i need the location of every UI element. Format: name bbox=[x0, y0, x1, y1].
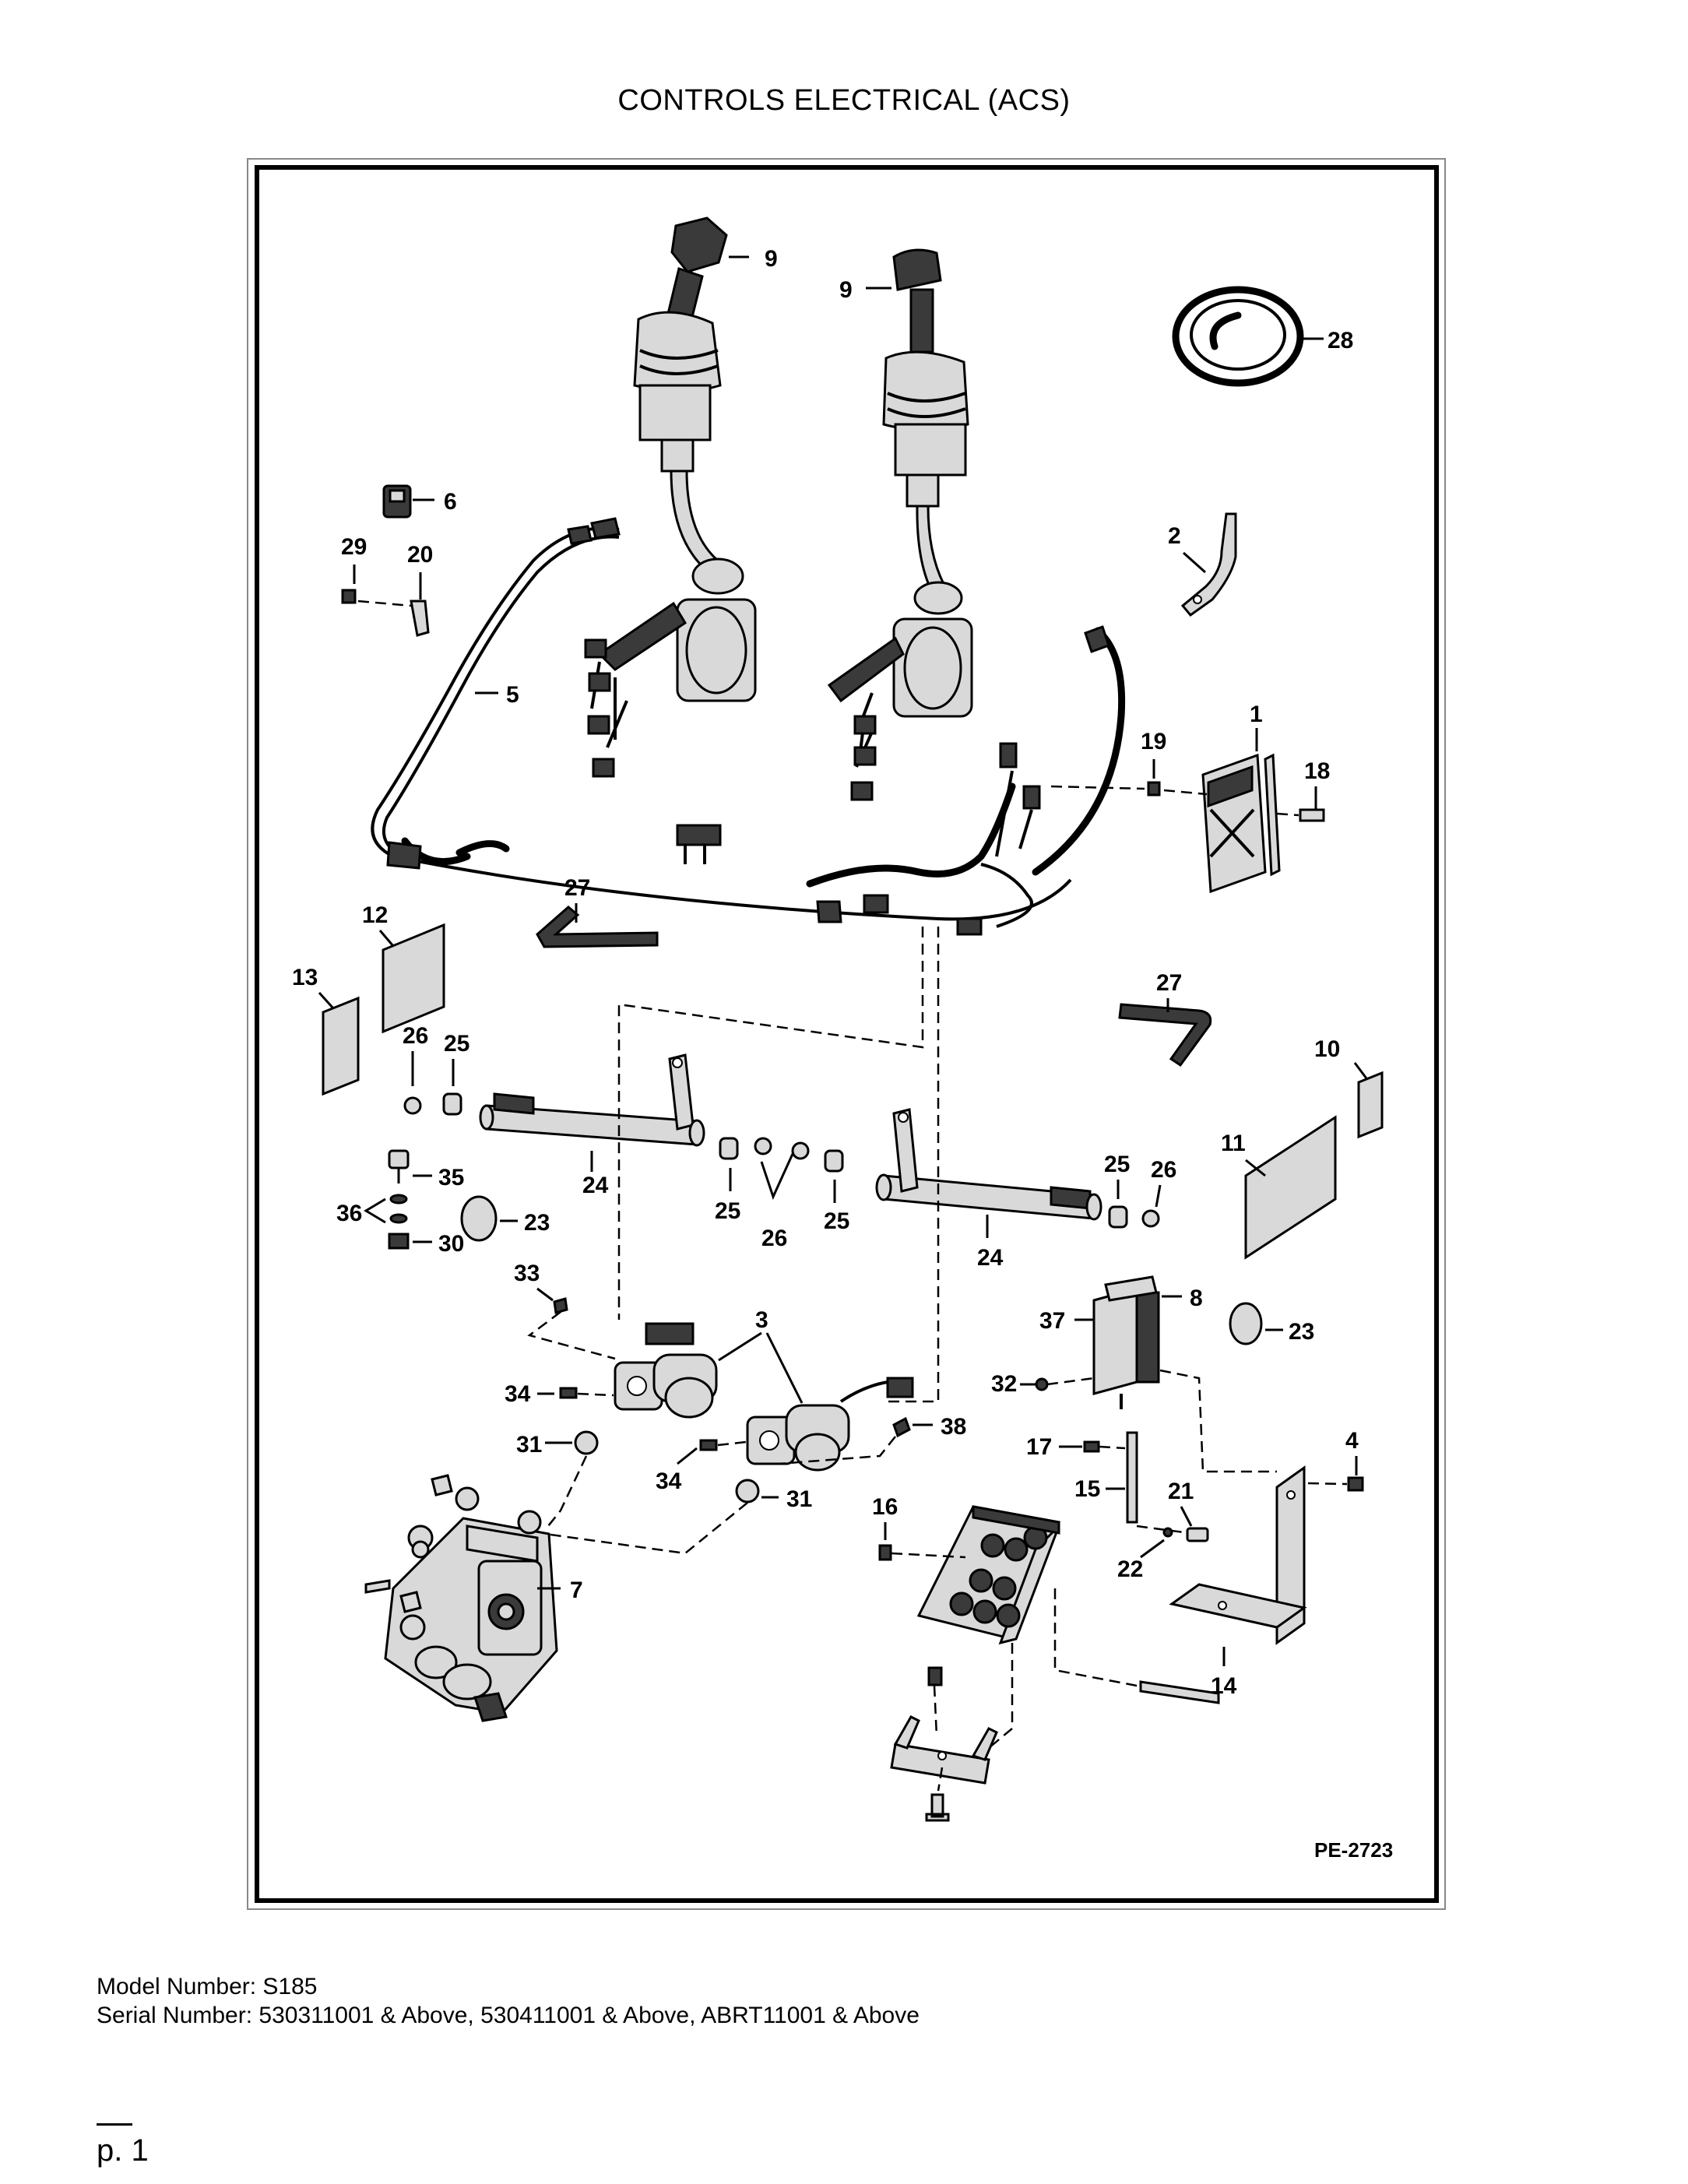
solenoid-valve-left bbox=[614, 1322, 718, 1419]
controller-module bbox=[1201, 753, 1281, 894]
callout-9: 9 bbox=[839, 277, 853, 303]
callout-27: 27 bbox=[564, 875, 590, 901]
callout-36: 36 bbox=[336, 1201, 362, 1226]
callout-34: 34 bbox=[505, 1381, 531, 1407]
callout-33: 33 bbox=[514, 1261, 540, 1286]
callout-38: 38 bbox=[941, 1414, 966, 1440]
grommet bbox=[460, 1195, 498, 1242]
callout-23: 23 bbox=[1289, 1319, 1314, 1345]
callout-2: 2 bbox=[1168, 523, 1181, 549]
actuator-rod bbox=[1126, 1431, 1138, 1524]
pedal-base-bracket bbox=[890, 1715, 998, 1785]
decal-12 bbox=[382, 923, 445, 1034]
exploded-parts-diagram: .lead { stroke:#000; stroke-width:3; fil… bbox=[292, 216, 1393, 1862]
callout-17: 17 bbox=[1026, 1434, 1052, 1460]
o-ring bbox=[574, 1430, 599, 1455]
spacer bbox=[442, 1092, 462, 1116]
joystick-right bbox=[827, 248, 973, 801]
mounting-bracket-small bbox=[1180, 512, 1237, 617]
callout-35: 35 bbox=[438, 1165, 464, 1190]
callout-11: 11 bbox=[1221, 1131, 1246, 1156]
callout-25: 25 bbox=[1104, 1152, 1130, 1177]
callout-24: 24 bbox=[582, 1173, 609, 1198]
hydraulic-control-valve bbox=[364, 1474, 558, 1722]
callout-20: 20 bbox=[407, 542, 433, 568]
callout-8: 8 bbox=[1190, 1285, 1203, 1311]
joystick-left bbox=[584, 216, 757, 778]
callout-25: 25 bbox=[824, 1208, 849, 1234]
callout-12: 12 bbox=[362, 902, 388, 928]
cap-screw bbox=[388, 1149, 410, 1169]
diagram-outer-border bbox=[247, 158, 1446, 1910]
callout-31: 31 bbox=[516, 1432, 542, 1458]
callout-30: 30 bbox=[438, 1231, 464, 1257]
callout-3: 3 bbox=[755, 1307, 768, 1333]
snap-ring bbox=[791, 1141, 810, 1160]
callout-31: 31 bbox=[786, 1486, 812, 1512]
callout-16: 16 bbox=[872, 1494, 898, 1520]
callout-1: 1 bbox=[1250, 702, 1263, 727]
page-number-rule bbox=[97, 2123, 132, 2126]
callout-25: 25 bbox=[444, 1031, 469, 1057]
callout-5: 5 bbox=[506, 682, 519, 708]
decal-10 bbox=[1357, 1071, 1384, 1139]
wire-harness bbox=[371, 517, 1126, 936]
coiled-wire bbox=[1172, 286, 1304, 387]
switch-mount-bracket bbox=[1169, 1465, 1307, 1645]
callout-26: 26 bbox=[403, 1023, 428, 1049]
position-sensor-switch bbox=[1092, 1275, 1160, 1409]
foot-pedal-assembly bbox=[916, 1505, 1061, 1645]
pivot-pin bbox=[1139, 1680, 1220, 1704]
callout-19: 19 bbox=[1141, 729, 1166, 754]
snap-ring bbox=[754, 1137, 772, 1155]
callout-7: 7 bbox=[570, 1577, 583, 1603]
rocker-switch bbox=[382, 484, 412, 519]
serial-number: Serial Number: 530311001 & Above, 530411… bbox=[97, 2003, 920, 2028]
page-number: p. 1 bbox=[97, 2133, 149, 2168]
diagram-frame bbox=[255, 165, 1439, 1903]
model-number: Model Number: S185 bbox=[97, 1974, 318, 1999]
page-title: CONTROLS ELECTRICAL (ACS) bbox=[617, 84, 1071, 117]
callout-34: 34 bbox=[656, 1468, 682, 1494]
spacer bbox=[719, 1137, 739, 1160]
callout-26: 26 bbox=[761, 1226, 787, 1251]
decal-11 bbox=[1244, 1115, 1337, 1260]
figure-code: PE-2723 bbox=[1314, 1838, 1393, 1862]
callout-13: 13 bbox=[292, 965, 318, 990]
spacer bbox=[824, 1149, 844, 1173]
callout-24: 24 bbox=[977, 1245, 1004, 1271]
snap-ring bbox=[1141, 1209, 1160, 1228]
callout-6: 6 bbox=[444, 489, 457, 515]
callout-32: 32 bbox=[991, 1371, 1017, 1397]
callout-10: 10 bbox=[1314, 1036, 1340, 1062]
callout-4: 4 bbox=[1345, 1428, 1359, 1454]
decal-13 bbox=[322, 996, 360, 1096]
callout-25: 25 bbox=[715, 1198, 740, 1224]
callout-23: 23 bbox=[524, 1210, 550, 1236]
callout-18: 18 bbox=[1304, 758, 1330, 784]
callout-21: 21 bbox=[1168, 1479, 1194, 1504]
solenoid-valve-right bbox=[746, 1377, 914, 1472]
control-shaft-right bbox=[875, 1108, 1102, 1221]
callout-22: 22 bbox=[1117, 1556, 1143, 1582]
hex-key-right bbox=[1118, 1003, 1212, 1067]
callout-15: 15 bbox=[1074, 1476, 1100, 1502]
control-shaft-left bbox=[479, 1053, 705, 1147]
callout-27: 27 bbox=[1156, 970, 1182, 996]
hex-key-left bbox=[536, 906, 659, 948]
o-ring bbox=[735, 1479, 760, 1503]
snap-ring bbox=[403, 1096, 422, 1115]
spacer bbox=[1108, 1205, 1128, 1229]
callout-28: 28 bbox=[1328, 328, 1353, 353]
callout-37: 37 bbox=[1039, 1308, 1065, 1334]
callout-29: 29 bbox=[341, 534, 367, 560]
callout-9: 9 bbox=[765, 246, 778, 272]
callout-26: 26 bbox=[1151, 1157, 1176, 1183]
grommet bbox=[1229, 1302, 1263, 1345]
